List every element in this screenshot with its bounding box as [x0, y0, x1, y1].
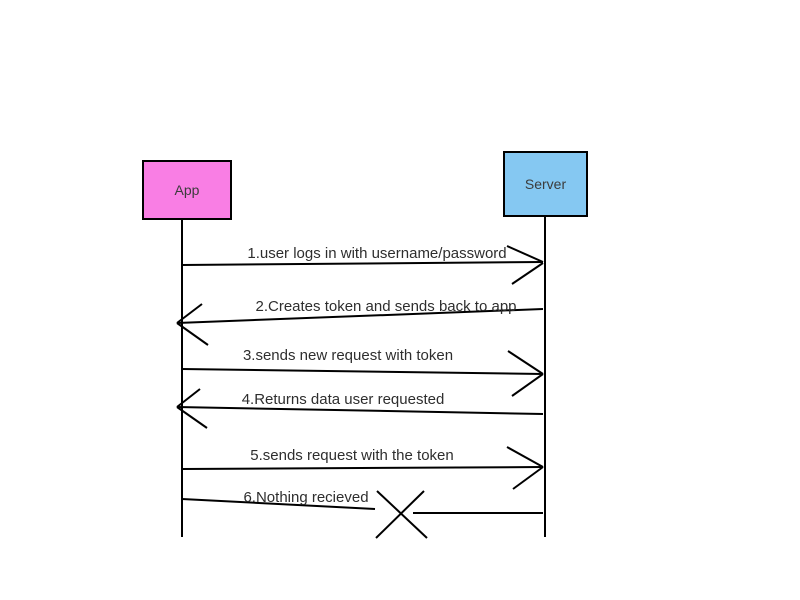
- message-4-arrow: [176, 388, 544, 429]
- message-3-label: 3.sends new request with token: [242, 347, 454, 364]
- actor-box-app: App: [142, 160, 232, 220]
- message-6-label: 6.Nothing recieved: [243, 489, 369, 506]
- actor-label-server: Server: [524, 176, 567, 192]
- actor-label-app: App: [174, 182, 200, 198]
- message-2-arrow: [176, 303, 544, 346]
- message-6-broken-line: [181, 498, 543, 514]
- message-1-label: 1.user logs in with username/password: [247, 245, 507, 262]
- actor-box-server: Server: [503, 151, 588, 217]
- message-3-arrow: [181, 350, 544, 397]
- message-4-label: 4.Returns data user requested: [241, 391, 445, 408]
- message-5-label: 5.sends request with the token: [250, 447, 454, 464]
- message-2-label: 2.Creates token and sends back to app: [255, 298, 517, 315]
- message-1-arrow: [181, 245, 544, 285]
- message-5-arrow: [181, 446, 544, 490]
- failed-delivery-x-icon: [375, 490, 428, 539]
